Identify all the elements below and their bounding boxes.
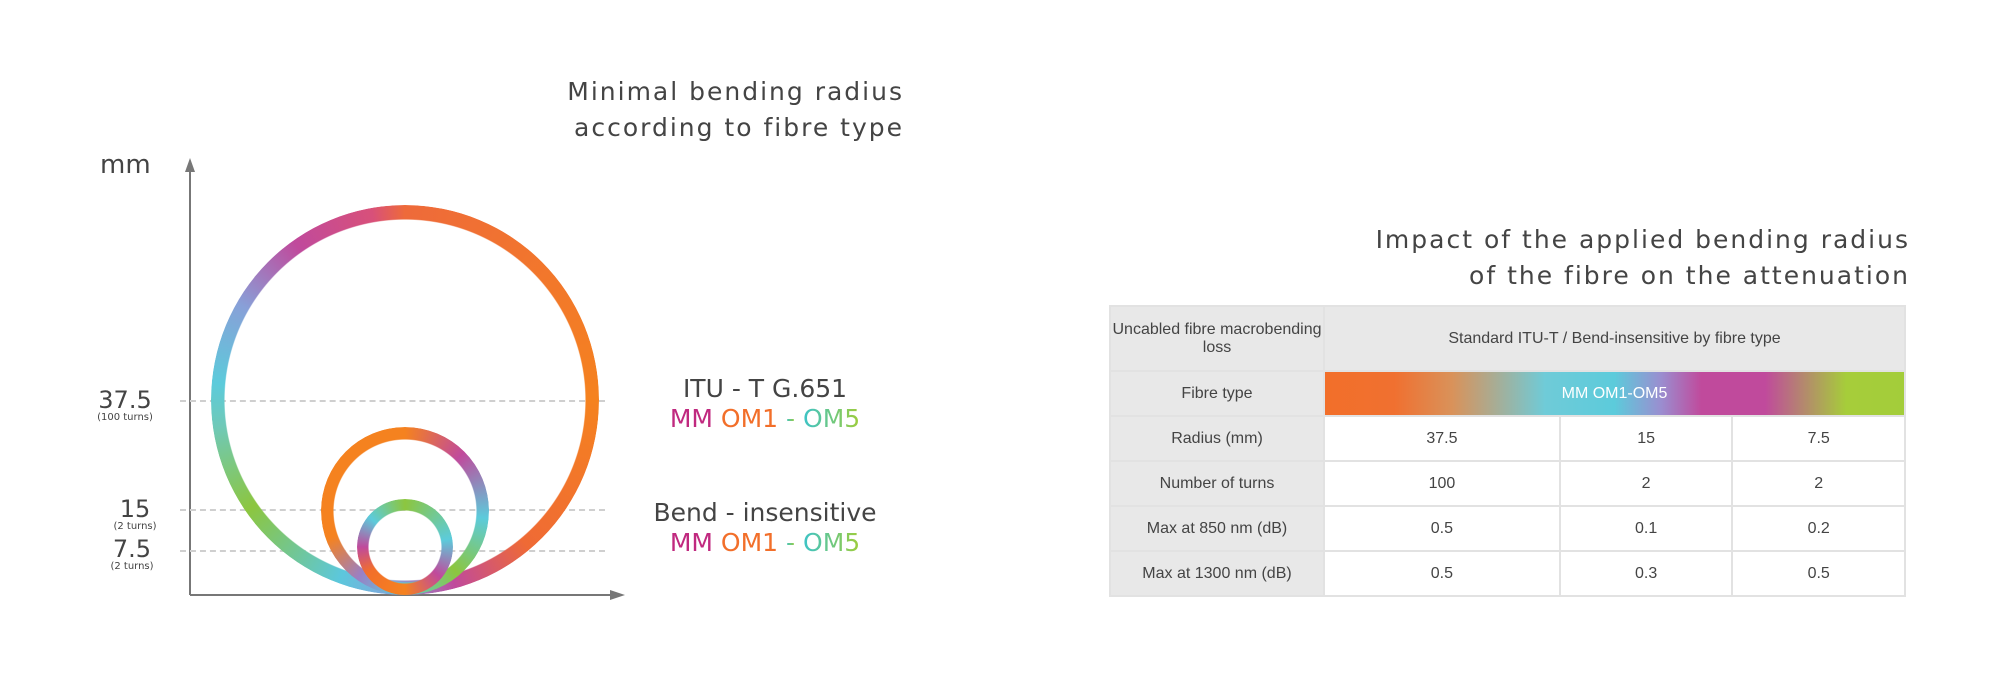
attenuation-table: Uncabled fibre macrobending loss Standar…: [1109, 305, 1906, 597]
cell: 0.3: [1558, 550, 1734, 597]
tick-15: 15 (2 turns): [95, 497, 175, 533]
fibre-dash: -: [786, 528, 796, 557]
fibre-om1: OM1: [720, 404, 779, 433]
y-axis-arrow-icon: [185, 158, 195, 172]
fibre-type-row: Fibre type MM OM1-OM5: [1109, 370, 1906, 417]
fibre-mm: MM: [669, 404, 713, 433]
header-value: Standard ITU-T / Bend-insensitive by fib…: [1323, 305, 1906, 372]
table-title: Impact of the applied bending radius of …: [1376, 222, 1910, 294]
diagram-title-line1: Minimal bending radius: [567, 77, 904, 106]
row-label: Max at 1300 nm (dB): [1109, 550, 1325, 597]
fibre-om5: OM5: [803, 404, 861, 433]
label-fibre-types: MM OM1 - OM5: [635, 528, 895, 558]
label-fibre-types: MM OM1 - OM5: [635, 404, 895, 434]
tick-value: 7.5: [112, 535, 152, 563]
tick-sub: (2 turns): [113, 521, 157, 532]
label-bend-text: Bend - insensitive: [653, 498, 877, 527]
cell: 0.5: [1731, 550, 1906, 597]
header-label: Uncabled fibre macrobending loss: [1109, 305, 1325, 372]
table-title-line1: Impact of the applied bending radius: [1375, 225, 1910, 254]
label-itu-standard: ITU - T G.651 MM OM1 - OM5: [635, 374, 895, 434]
diagram-title: Minimal bending radius according to fibr…: [567, 74, 904, 146]
cell: 7.5: [1731, 415, 1906, 462]
x-axis-arrow-icon: [610, 590, 625, 600]
fibre-om1: OM1: [720, 528, 779, 557]
fibre-om5: OM5: [803, 528, 861, 557]
fibre-type-value: MM OM1-OM5: [1323, 370, 1906, 417]
cell: 37.5: [1323, 415, 1561, 462]
tick-7-5: 7.5 (2 turns): [92, 537, 172, 573]
label-bend-insensitive: Bend - insensitive MM OM1 - OM5: [635, 498, 895, 558]
ring-7-5mm: [357, 499, 453, 595]
cell: 0.5: [1323, 505, 1561, 552]
cell: 100: [1323, 460, 1561, 507]
cell: 0.2: [1731, 505, 1906, 552]
cell: 15: [1558, 415, 1734, 462]
tick-value: 15: [119, 495, 151, 523]
table-row: Radius (mm) 37.5 15 7.5: [1109, 415, 1906, 462]
table-row: Number of turns 100 2 2: [1109, 460, 1906, 507]
tick-value: 37.5: [98, 386, 152, 414]
y-axis-unit: mm: [100, 150, 151, 180]
axes: [185, 158, 625, 600]
table-title-line2: of the fibre on the attenuation: [1469, 261, 1910, 290]
table-row: Max at 850 nm (dB) 0.5 0.1 0.2: [1109, 505, 1906, 552]
tick-37-5: 37.5 (100 turns): [85, 388, 165, 424]
cell: 2: [1558, 460, 1734, 507]
row-label: Max at 850 nm (dB): [1109, 505, 1325, 552]
cell: 0.5: [1323, 550, 1561, 597]
table-row: Max at 1300 nm (dB) 0.5 0.3 0.5: [1109, 550, 1906, 597]
label-standard-text: ITU - T G.651: [682, 374, 848, 403]
diagram-title-line2: according to fibre type: [574, 113, 904, 142]
cell: 2: [1731, 460, 1906, 507]
fibre-dash: -: [786, 404, 796, 433]
cell: 0.1: [1558, 505, 1734, 552]
row-label: Number of turns: [1109, 460, 1325, 507]
tick-sub: (100 turns): [97, 412, 153, 423]
fibre-mm: MM: [669, 528, 713, 557]
tick-sub: (2 turns): [110, 561, 154, 572]
fibre-type-label: Fibre type: [1109, 370, 1325, 417]
row-label: Radius (mm): [1109, 415, 1325, 462]
table-header-row: Uncabled fibre macrobending loss Standar…: [1109, 305, 1906, 372]
